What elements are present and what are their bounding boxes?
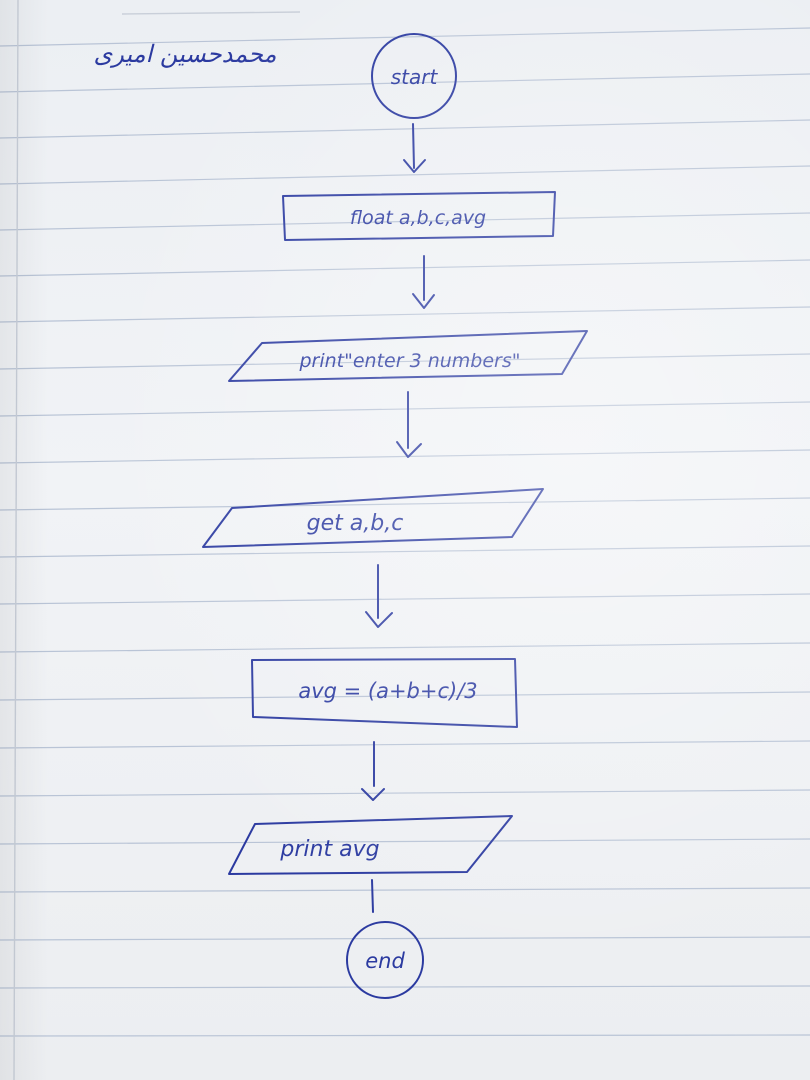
arrow-output-to-end bbox=[371, 879, 374, 913]
output-label: print avg bbox=[279, 837, 379, 862]
author-signature: محمدحسین امیری bbox=[94, 40, 277, 68]
output-data-box bbox=[228, 815, 513, 875]
input-label: get a,b,c bbox=[307, 511, 404, 536]
top-margin-line bbox=[121, 11, 301, 15]
arrow-input-to-compute bbox=[365, 564, 393, 628]
compute-label: avg = (a+b+c)/3 bbox=[298, 679, 477, 703]
input-data-box bbox=[202, 488, 544, 548]
arrow-declare-to-prompt bbox=[412, 255, 435, 309]
arrow-compute-to-output bbox=[361, 741, 385, 801]
end-terminal bbox=[346, 921, 424, 999]
left-margin-line bbox=[13, 0, 19, 1080]
declare-process-box bbox=[282, 191, 556, 241]
start-terminal bbox=[371, 33, 457, 119]
compute-process-box bbox=[251, 658, 518, 728]
start-label: start bbox=[391, 65, 439, 89]
declare-label: float a,b,c,avg bbox=[350, 207, 486, 229]
print-prompt-label: print"enter 3 numbers" bbox=[298, 350, 520, 372]
print-prompt-output-box bbox=[228, 330, 588, 382]
arrow-start-to-declare bbox=[403, 123, 426, 173]
end-label: end bbox=[365, 949, 405, 973]
arrow-prompt-to-input bbox=[396, 391, 422, 458]
